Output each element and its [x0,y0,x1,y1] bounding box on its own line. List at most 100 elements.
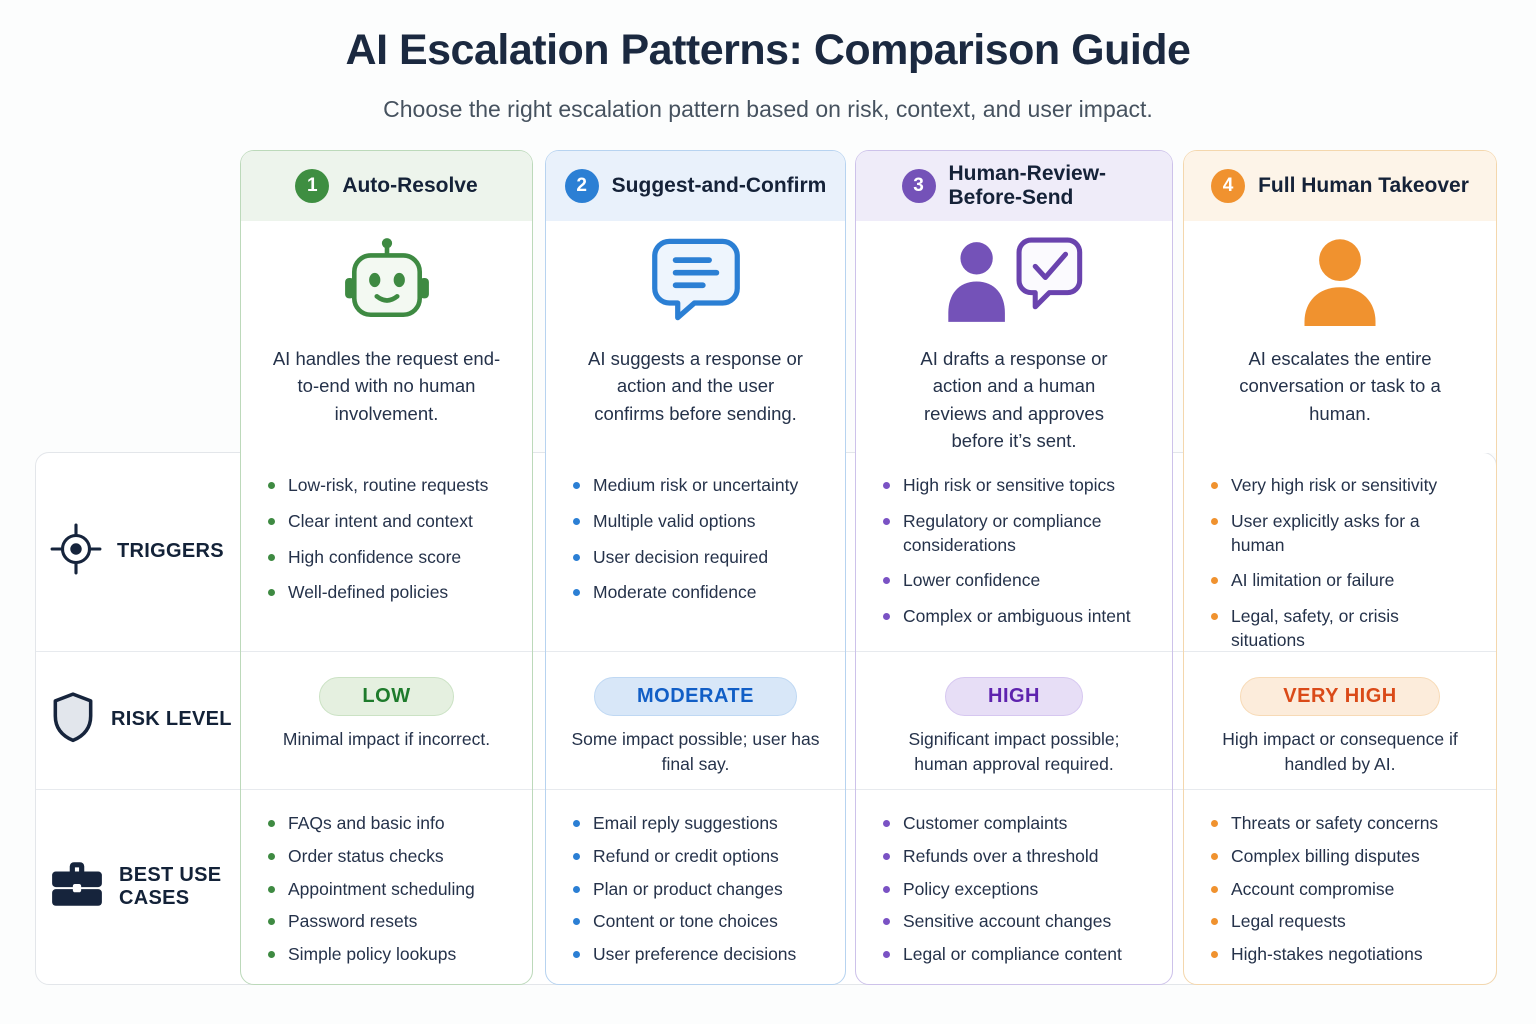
risk-cell: VERY HIGH High impact or consequence if … [1184,651,1496,789]
list-item: Sensitive account changes [883,910,1164,934]
bullet-icon [883,577,890,585]
bullet-icon [268,589,275,597]
card-icon-zone [1184,221,1496,343]
list-item: Well-defined policies [268,581,524,605]
bullet-icon [883,885,890,893]
trigger-text: Legal, safety, or crisis situations [1231,606,1399,650]
bullet-icon [1211,613,1218,621]
step-number-badge: 2 [564,169,599,203]
trigger-text: High confidence score [288,546,462,567]
card-title: Suggest-and-Confirm [611,174,827,198]
bullet-icon [573,918,580,926]
card-description-text: AI handles the request end-to-end with n… [272,348,501,424]
bullet-icon [1211,482,1218,489]
bullet-icon [268,852,275,860]
page-subtitle: Choose the right escalation pattern base… [383,96,1153,122]
briefcase-icon [49,859,105,914]
list-item: Content or tone choices [573,910,837,934]
list-item: Refunds over a threshold [883,845,1164,869]
bullet-icon [573,517,580,525]
row-label-text: RISK LEVEL [111,707,232,730]
card-description: AI suggests a response or action and the… [546,343,845,453]
triggers-cell: Low-risk, routine requests Clear intent … [241,453,532,651]
list-item: Moderate confidence [573,581,837,605]
bullet-icon [268,553,275,561]
card-title: Human-Review-Before-Send [948,162,1107,209]
bullet-icon [1211,820,1218,827]
trigger-text: Lower confidence [903,570,1041,591]
pattern-card-suggest-and-confirm: 2 Suggest-and-Confirm AI suggests a resp… [545,150,846,985]
list-item: User preference decisions [573,943,837,967]
card-description-text: AI escalates the entire conversation or … [1239,348,1441,424]
list-item: Email reply suggestions [573,812,837,836]
robot-icon [339,234,435,331]
row-label-risk: RISK LEVEL [36,650,239,788]
bullet-icon [1211,885,1218,893]
use-cases-cell: Email reply suggestions Refund or credit… [546,789,845,986]
bullet-icon [883,918,890,926]
use-case-text: Customer complaints [903,813,1068,833]
step-number-badge: 1 [295,169,330,203]
use-case-text: FAQs and basic info [288,813,445,833]
page-title: AI Escalation Patterns: Comparison Guide [345,26,1191,74]
card-icon-zone [856,221,1172,343]
trigger-text: High risk or sensitive topics [903,475,1116,495]
use-case-text: Threats or safety concerns [1231,813,1439,833]
bullet-icon [1211,918,1218,926]
use-cases-cell: Threats or safety concerns Complex billi… [1184,789,1496,986]
trigger-text: Low-risk, routine requests [288,475,489,495]
card-description: AI escalates the entire conversation or … [1184,343,1496,453]
list-item: Appointment scheduling [268,878,524,902]
trigger-text: Very high risk or sensitivity [1231,475,1438,495]
card-header: 2 Suggest-and-Confirm [546,151,845,221]
row-label-triggers: TRIGGERS [36,452,239,650]
list-item: Account compromise [1211,878,1488,902]
use-case-text: Simple policy lookups [288,944,457,965]
use-case-text: Legal requests [1231,911,1346,932]
step-number-badge: 3 [901,169,936,203]
card-description-text: AI suggests a response or action and the… [588,348,803,424]
list-item: Complex billing disputes [1211,845,1488,869]
card-description: AI handles the request end-to-end with n… [241,343,532,453]
card-header: 4 Full Human Takeover [1184,151,1496,221]
use-case-text: Legal or compliance content [903,944,1122,965]
trigger-text: User decision required [593,546,769,567]
person-icon [1293,233,1387,332]
list-item: FAQs and basic info [268,812,524,836]
bullet-icon [883,820,890,827]
bullet-icon [883,852,890,860]
chat-bubble-icon [646,233,746,332]
bullet-icon [573,553,580,561]
list-item: Policy exceptions [883,878,1164,902]
trigger-text: Multiple valid options [593,510,756,531]
list-item: Lower confidence [883,569,1164,593]
card-title: Auto-Resolve [342,174,478,198]
trigger-text: AI limitation or failure [1231,570,1395,591]
trigger-text: Clear intent and context [288,510,473,531]
bullet-icon [1211,852,1218,860]
card-icon-zone [241,221,532,343]
comparison-panel [35,452,1497,985]
use-case-text: Refunds over a threshold [903,845,1099,866]
list-item: Legal, safety, or crisis situations [1211,605,1488,653]
row-divider [36,651,1496,652]
risk-description: Minimal impact if incorrect. [282,729,491,749]
use-case-text: Password resets [288,911,418,932]
list-item: High confidence score [268,546,524,570]
card-title: Full Human Takeover [1258,174,1469,198]
use-case-text: Email reply suggestions [593,813,778,833]
bullet-icon [573,482,580,489]
risk-description: Some impact possible; user has final say… [571,729,820,774]
card-header: 1 Auto-Resolve [241,151,532,221]
use-case-text: Content or tone choices [593,911,778,932]
bullet-icon [1211,577,1218,585]
use-case-text: High-stakes negotiations [1231,944,1423,965]
pattern-card-auto-resolve: 1 Auto-Resolve AI handles the request en… [240,150,533,985]
bullet-icon [268,820,275,827]
bullet-icon [883,517,890,525]
card-description-text: AI drafts a response or action and a hum… [920,348,1108,452]
trigger-text: Complex or ambiguous intent [903,606,1131,627]
list-item: Threats or safety concerns [1211,812,1488,836]
card-description: AI drafts a response or action and a hum… [856,343,1172,453]
